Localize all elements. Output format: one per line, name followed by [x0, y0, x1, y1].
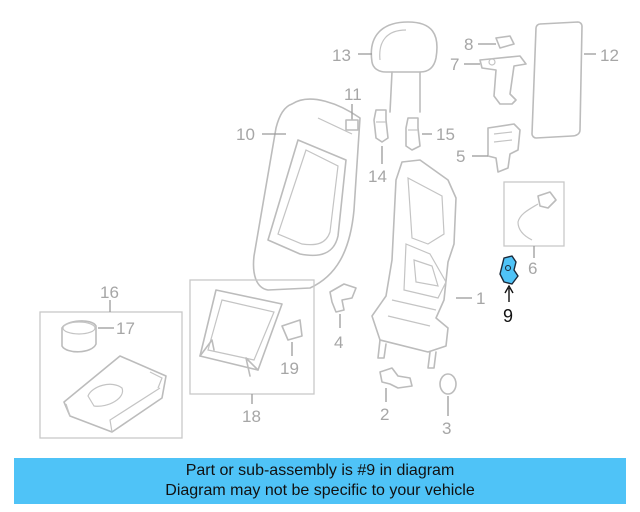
callout-8: 8: [464, 35, 473, 54]
headrest-part-13: 13: [332, 21, 438, 113]
callout-19: 19: [280, 359, 299, 378]
callout-11: 11: [344, 85, 362, 104]
parts-diagram: 13 10 11 14 15 8 7: [39, 21, 619, 439]
door-part-18: 18 19: [189, 279, 315, 426]
callout-3: 3: [442, 419, 451, 438]
callout-15: 15: [436, 125, 455, 144]
callout-1: 1: [476, 289, 485, 308]
latch-part-5: 5: [456, 123, 521, 173]
callout-14: 14: [368, 167, 387, 186]
callout-13: 13: [332, 46, 351, 65]
back-panel-part-12: 12: [531, 21, 619, 139]
bracket-part-7: 7: [450, 55, 527, 105]
callout-5: 5: [456, 147, 465, 166]
seat-frame-part-1: 1: [371, 159, 485, 369]
callout-10: 10: [236, 125, 255, 144]
headrest-guide-part-15: 15: [405, 117, 455, 151]
banner-line-1: Part or sub-assembly is #9 in diagram: [185, 462, 455, 479]
highlighted-part-9: 9: [499, 255, 519, 326]
callout-2: 2: [380, 405, 389, 424]
part-11: 11: [344, 85, 362, 131]
callout-9: 9: [503, 306, 513, 326]
info-banner: Part or sub-assembly is #9 in diagram Di…: [14, 458, 626, 504]
seat-cover-part-10: 10: [236, 98, 361, 291]
headrest-guide-part-14: 14: [368, 109, 389, 186]
banner-line-2: Diagram may not be specific to your vehi…: [165, 482, 475, 499]
part-8: 8: [464, 35, 515, 54]
callout-17: 17: [116, 319, 135, 338]
washer-part-3: 3: [439, 373, 457, 438]
cable-part-6: 6: [503, 181, 565, 278]
callout-4: 4: [334, 333, 343, 352]
bolt-part-2: 2: [379, 367, 413, 424]
callout-6: 6: [528, 259, 537, 278]
callout-12: 12: [600, 46, 619, 65]
armrest-part-16: 16 17: [39, 283, 183, 439]
clip-part-4: 4: [329, 283, 357, 352]
callout-18: 18: [242, 407, 261, 426]
callout-16: 16: [100, 283, 119, 302]
callout-7: 7: [450, 55, 459, 74]
